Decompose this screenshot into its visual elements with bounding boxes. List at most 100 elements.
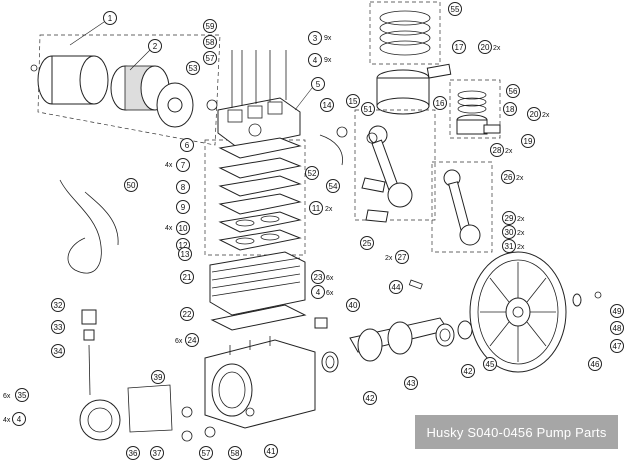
svg-text:31: 31	[505, 242, 514, 251]
callout-56: 56	[506, 84, 520, 98]
svg-text:9x: 9x	[324, 57, 332, 64]
svg-text:2: 2	[153, 42, 158, 51]
svg-text:58: 58	[206, 38, 215, 47]
svg-text:18: 18	[506, 105, 515, 114]
svg-text:42: 42	[366, 394, 375, 403]
svg-text:9x: 9x	[324, 35, 332, 42]
callout-40: 40	[346, 298, 360, 312]
callout-42a: 42	[363, 391, 377, 405]
svg-text:6x: 6x	[175, 338, 183, 345]
svg-text:54: 54	[329, 182, 338, 191]
svg-text:49: 49	[613, 307, 622, 316]
svg-text:30: 30	[505, 228, 514, 237]
svg-text:19: 19	[524, 137, 533, 146]
callout-29: 29	[502, 211, 516, 225]
flywheel	[469, 251, 602, 373]
svg-text:45: 45	[486, 360, 495, 369]
callout-18: 18	[503, 102, 517, 116]
callout-35: 35	[15, 388, 29, 402]
svg-text:14: 14	[323, 101, 332, 110]
callout-8: 8	[176, 180, 190, 194]
callout-47: 47	[610, 339, 624, 353]
callout-25: 25	[360, 236, 374, 250]
svg-text:24: 24	[188, 336, 197, 345]
svg-text:10: 10	[179, 224, 188, 233]
svg-text:48: 48	[613, 324, 622, 333]
callout-39: 39	[151, 370, 165, 384]
callout-1: 1	[69, 11, 117, 46]
svg-text:2x: 2x	[516, 175, 524, 182]
svg-text:26: 26	[504, 173, 513, 182]
callout-31: 31	[502, 239, 516, 253]
callout-33: 33	[51, 320, 65, 334]
svg-text:55: 55	[451, 5, 460, 14]
svg-text:4x: 4x	[165, 225, 173, 232]
svg-text:6x: 6x	[326, 290, 334, 297]
callout-32: 32	[51, 298, 65, 312]
svg-text:12: 12	[179, 241, 188, 250]
callout-37: 37	[150, 446, 164, 460]
svg-text:41: 41	[267, 447, 276, 456]
crankcase	[204, 336, 316, 429]
svg-text:20: 20	[481, 43, 490, 52]
svg-text:44: 44	[392, 283, 401, 292]
piston-group	[369, 1, 501, 139]
callout-22: 22	[180, 307, 194, 321]
svg-text:35: 35	[18, 391, 27, 400]
svg-text:47: 47	[613, 342, 622, 351]
callout-10: 10	[176, 221, 190, 235]
svg-text:17: 17	[455, 43, 464, 52]
callout-59: 59	[203, 19, 217, 33]
callout-7: 7	[176, 158, 190, 172]
svg-text:5: 5	[316, 80, 321, 89]
callout-6: 6	[180, 138, 194, 152]
callout-58a: 58	[203, 35, 217, 49]
svg-text:23: 23	[314, 273, 323, 282]
callout-30: 30	[502, 225, 516, 239]
callout-11: 11	[309, 201, 323, 215]
svg-text:21: 21	[183, 273, 192, 282]
callout-20b: 20	[527, 107, 541, 121]
svg-text:57: 57	[202, 449, 211, 458]
svg-text:59: 59	[206, 22, 215, 31]
callout-44: 44	[389, 280, 403, 294]
svg-text:1: 1	[108, 14, 113, 23]
svg-text:2x: 2x	[517, 230, 525, 237]
tubes-and-accessories	[59, 99, 378, 442]
callout-57b: 57	[199, 446, 213, 460]
svg-text:36: 36	[129, 449, 138, 458]
callout-15: 15	[346, 94, 360, 108]
svg-text:4: 4	[316, 288, 321, 297]
callouts: 1 2 3 4 5 6 7 8 9 10 11 12 13 14 15 16 1…	[12, 2, 624, 460]
svg-text:22: 22	[183, 310, 192, 319]
callout-3: 3	[308, 31, 322, 45]
callout-2: 2	[129, 39, 162, 71]
callout-34: 34	[51, 344, 65, 358]
svg-text:56: 56	[509, 87, 518, 96]
callout-14: 14	[320, 98, 334, 112]
svg-text:46: 46	[591, 360, 600, 369]
svg-text:8: 8	[181, 183, 186, 192]
cylinder-block	[209, 251, 307, 331]
callout-57a: 57	[203, 51, 217, 65]
callout-41: 41	[264, 444, 278, 458]
callout-45: 45	[483, 357, 497, 371]
svg-text:15: 15	[349, 97, 358, 106]
callout-54: 54	[326, 179, 340, 193]
diagram-caption: Husky S040-0456 Pump Parts	[415, 415, 618, 449]
svg-text:4x: 4x	[165, 162, 173, 169]
svg-text:37: 37	[153, 449, 162, 458]
callout-43: 43	[404, 376, 418, 390]
callout-42b: 42	[461, 364, 475, 378]
callout-50: 50	[124, 178, 138, 192]
connecting-rods	[354, 109, 493, 253]
svg-text:6x: 6x	[326, 275, 334, 282]
callout-55: 55	[448, 2, 462, 16]
callout-36: 36	[126, 446, 140, 460]
svg-text:53: 53	[189, 64, 198, 73]
svg-text:2x: 2x	[505, 148, 513, 155]
callout-26: 26	[501, 170, 515, 184]
svg-text:4: 4	[313, 56, 318, 65]
svg-text:29: 29	[505, 214, 514, 223]
